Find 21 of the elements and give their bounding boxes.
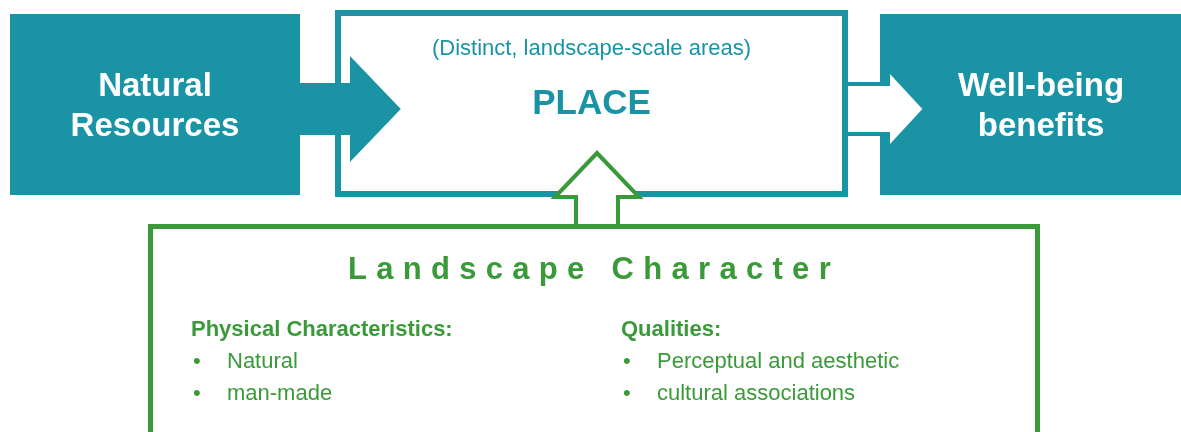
block-arrow <box>298 56 401 162</box>
character-box <box>148 224 1040 432</box>
box-title: Well-being benefits <box>956 64 1126 145</box>
list-item: man-made <box>227 379 333 407</box>
list-item: Natural <box>227 347 298 375</box>
column-heading: Qualities: <box>621 315 723 343</box>
box-title: Natural Resources <box>69 64 241 145</box>
bullet: • <box>622 379 632 407</box>
list-item: cultural associations <box>657 379 856 407</box>
bullet: • <box>192 347 202 375</box>
block-arrow <box>550 150 644 226</box>
list-item: Perceptual and aesthetic <box>657 347 900 375</box>
bullet: • <box>622 347 632 375</box>
resource-box <box>10 14 300 195</box>
box-title: PLACE <box>532 82 651 122</box>
column-heading: Physical Characteristics: <box>191 315 454 343</box>
benefits-box <box>880 14 1181 195</box>
subtitle: (Distinct, landscape-scale areas) <box>431 34 752 62</box>
bullet: • <box>192 379 202 407</box>
box-title: Landscape Character <box>347 251 841 287</box>
place-box <box>335 10 848 197</box>
